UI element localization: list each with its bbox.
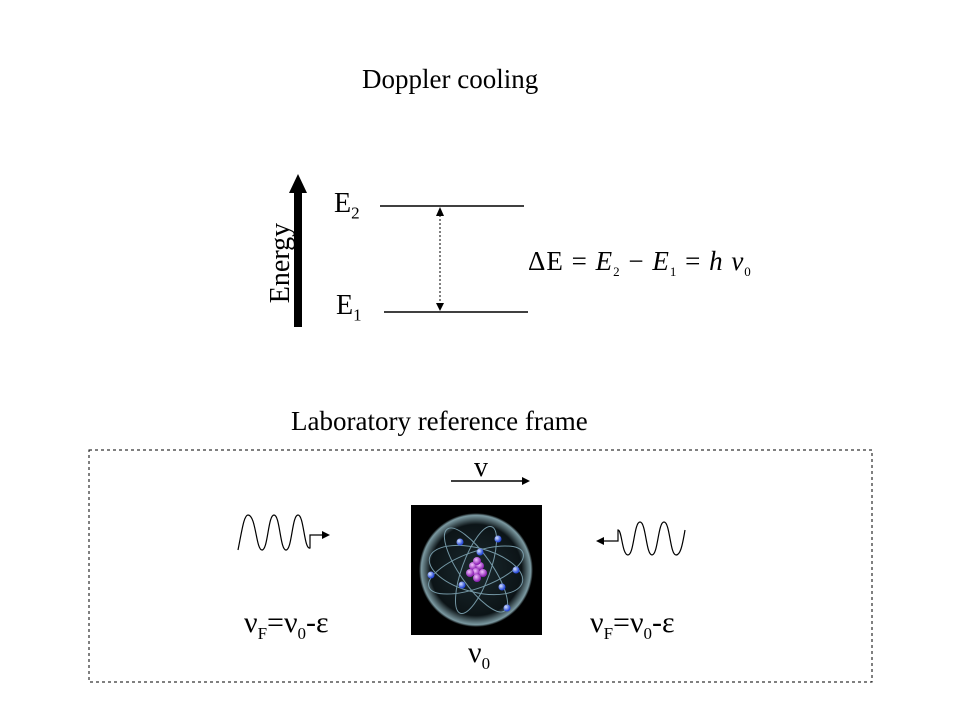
velocity-arrowhead <box>522 477 530 485</box>
eq-equals-1: = <box>571 246 588 276</box>
eq-e2-sub: 2 <box>613 264 621 279</box>
right-photon-frequency: νF=ν0-ε <box>590 606 675 644</box>
right-freq-nu: ν <box>590 606 604 639</box>
left-photon-arrowhead <box>322 531 330 539</box>
upper-level-name: E <box>334 188 352 219</box>
right-freq-sub-f: F <box>603 624 614 643</box>
right-photon-wave <box>604 521 686 556</box>
right-freq-sub-0: 0 <box>643 624 653 643</box>
eq-minus: − <box>628 246 645 276</box>
slide-title: Doppler cooling <box>362 64 539 94</box>
atom-frequency-label: ν0 <box>468 636 490 674</box>
eq-e1: E <box>652 246 670 276</box>
lower-level-label: E1 <box>336 290 362 326</box>
lab-frame-title: Laboratory reference frame <box>291 406 588 436</box>
left-freq-sub-0: 0 <box>297 624 307 643</box>
eq-equals-2: = <box>685 246 702 276</box>
transition-arrowhead-up <box>436 207 444 216</box>
left-freq-eq: =ν <box>267 606 298 639</box>
left-freq-sub-f: F <box>257 624 268 643</box>
atom-image <box>411 505 542 635</box>
right-freq-tail: -ε <box>652 606 675 639</box>
transition-arrowhead-down <box>436 303 444 311</box>
lab-frame-box <box>88 449 873 683</box>
energy-axis-arrowhead <box>289 174 307 193</box>
eq-delta-e: ΔE <box>528 246 564 276</box>
left-photon-frequency: νF=ν0-ε <box>244 606 329 644</box>
energy-axis-label: Energy <box>265 222 296 304</box>
eq-e1-sub: 1 <box>669 264 678 279</box>
energy-equation: ΔE = E2 − E1 = h ν0 <box>528 246 752 280</box>
eq-h: h <box>709 246 724 276</box>
right-freq-eq: =ν <box>613 606 644 639</box>
left-photon-wave <box>237 514 322 551</box>
lower-level-sub: 1 <box>353 305 362 325</box>
eq-e2: E <box>595 246 614 276</box>
velocity-label: v <box>474 452 488 483</box>
left-freq-tail: -ε <box>306 606 329 639</box>
upper-level-label: E2 <box>334 188 360 224</box>
eq-nu: ν <box>731 246 745 276</box>
atom-freq-sub: 0 <box>481 654 491 673</box>
atom-freq-nu: ν <box>468 636 482 669</box>
upper-level-sub: 2 <box>351 203 360 223</box>
eq-nu-sub: 0 <box>744 264 752 279</box>
right-photon-arrowhead <box>596 537 604 545</box>
left-freq-nu: ν <box>244 606 258 639</box>
lower-level-name: E <box>336 290 354 321</box>
